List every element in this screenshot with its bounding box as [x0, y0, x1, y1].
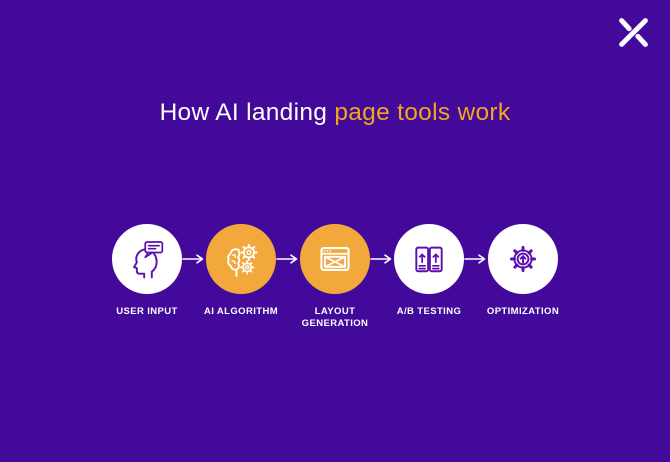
step-circle-user-input [112, 224, 182, 294]
title-white-text: How AI landing [159, 99, 335, 126]
step-circle-ai-algorithm [206, 224, 276, 294]
arrow-right-icon [182, 254, 204, 264]
step-circle-optimization [488, 224, 558, 294]
brain-gears-icon [227, 243, 258, 277]
step-label-ab-testing: A/B TESTING [396, 306, 462, 317]
arrow-right-icon [276, 254, 298, 264]
browser-layout-icon [320, 247, 350, 271]
step-user-input: USER INPUT [112, 224, 182, 317]
step-label-optimization: OPTIMIZATION [486, 306, 560, 317]
head-speech-bubble-icon [133, 241, 164, 279]
step-optimization: OPTIMIZATION [487, 224, 559, 317]
ab-test-panels-icon [415, 246, 443, 273]
step-circle-layout-generation [300, 224, 370, 294]
step-circle-ab-testing [394, 224, 464, 294]
step-ab-testing: A/B TESTING [394, 224, 464, 317]
page-title: How AI landing page tools work [0, 99, 670, 127]
gear-up-arrow-icon [509, 245, 537, 273]
title-orange-text: page tools work [334, 99, 511, 126]
step-layout-generation: LAYOUT GENERATION [300, 224, 370, 329]
arrow-right-icon [464, 254, 486, 264]
step-label-user-input: USER INPUT [116, 306, 178, 317]
step-label-ai-algorithm: AI ALGORITHM [203, 306, 279, 317]
process-flow: USER INPUT [0, 224, 670, 329]
step-ai-algorithm: AI ALGORITHM [204, 224, 278, 317]
x-logo [619, 18, 648, 47]
step-label-layout-generation: LAYOUT GENERATION [301, 306, 369, 329]
arrow-right-icon [370, 254, 392, 264]
